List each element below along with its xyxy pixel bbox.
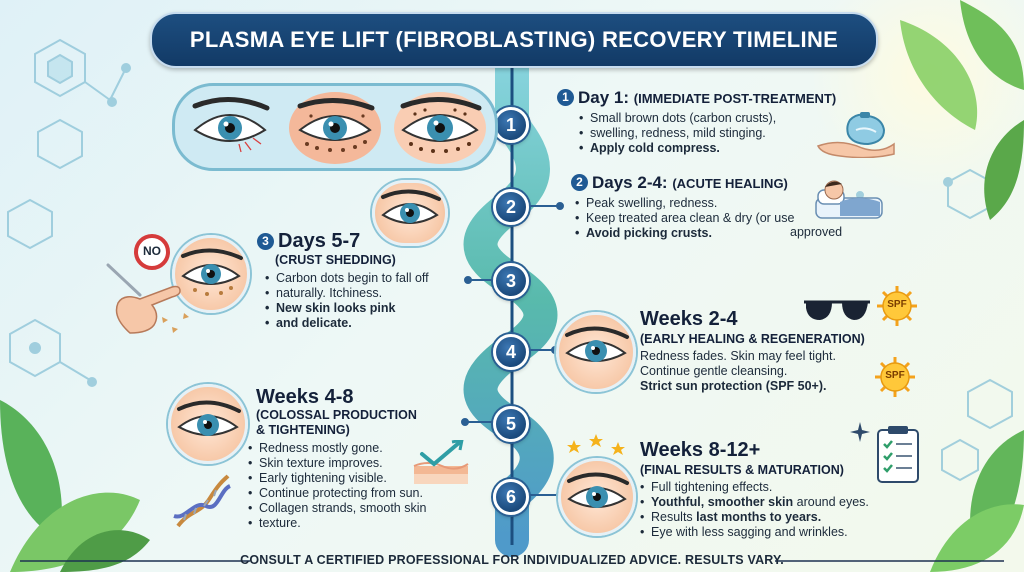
sun-spf-icon (875, 357, 915, 397)
timeline-node-5: 5 (493, 406, 529, 442)
sleeping-person-icon (815, 180, 883, 219)
spf-label: SPF (885, 370, 905, 381)
eye-icon (394, 92, 486, 164)
stage-bullet: Eye with less sagging and wrinkles. (640, 525, 900, 540)
stage-bullet: Results last months to years. (640, 510, 900, 525)
eye-icon (289, 92, 381, 164)
stage-bullet: Early tightening visible. (248, 471, 478, 486)
stage-bullet: New skin looks pink (265, 301, 487, 316)
stage-weeks-2-4: Weeks 2-4 (EARLY HEALING & REGENERATION)… (640, 307, 900, 394)
footer-disclaimer: CONSULT A CERTIFIED PROFESSIONAL FOR IND… (240, 553, 784, 567)
stage-number-badge: 2 (571, 173, 588, 191)
timeline-node-1: 1 (493, 107, 529, 143)
timeline-node-4: 4 (493, 334, 529, 370)
stage-number-badge: 1 (557, 88, 574, 106)
stage-subheading: (ACUTE HEALING) (672, 176, 788, 191)
eye-illustration-stage-4 (556, 312, 636, 392)
stage-subheading: (FINAL RESULTS & MATURATION) (640, 463, 844, 477)
molecule-pattern-left (7, 38, 131, 387)
skin-layers-checkmark-icon (413, 440, 469, 484)
eye-illustration-stage-2 (372, 180, 448, 246)
stage-bullet: Peak swelling, redness. (575, 196, 861, 211)
stage-text: Strict sun protection (SPF 50+). (640, 379, 827, 393)
stage-text: Redness fades. Skin may feel tight. (640, 349, 836, 363)
sun-spf-icon (877, 286, 917, 326)
spf-label: SPF (887, 299, 907, 310)
page-title: PLASMA EYE LIFT (FIBROBLASTING) RECOVERY… (150, 12, 878, 68)
stage-bullet: Small brown dots (carbon crusts), (579, 111, 877, 126)
stage-weeks-4-8: Weeks 4-8 (COLOSSAL PRODUCTION & TIGHTEN… (248, 386, 478, 531)
stage-heading: Day 1: (578, 88, 630, 107)
timeline-node-6: 6 (493, 479, 529, 515)
eye-illustration-stage-5 (168, 384, 248, 464)
stars-icon (567, 434, 625, 455)
stage-bullet-bold: Youthful, smoother skin (651, 495, 794, 509)
eye-icon (192, 96, 270, 153)
stage-bullet: and delicate. (265, 316, 487, 331)
stage-subheading: (COLOSSAL PRODUCTION (256, 408, 417, 422)
stage-subheading: (EARLY HEALING & REGENERATION) (640, 332, 865, 346)
stage-heading: Days 2-4: (592, 173, 668, 192)
stage-bullet: texture. (248, 516, 478, 531)
stage-subheading: (CRUST SHEDDING) (275, 253, 396, 267)
stage-bullet: Redness mostly gone. (248, 441, 478, 456)
eye-illustration-stage-6 (558, 458, 636, 536)
stage-heading: Days 5-7 (278, 230, 361, 252)
stage-weeks-8-12: Weeks 8-12+ (FINAL RESULTS & MATURATION)… (640, 438, 900, 540)
stage-heading: Weeks 8-12+ (640, 439, 761, 461)
stage-bullet-bold: last months to years. (696, 510, 822, 524)
stage-bullet: Carbon dots begin to fall off (265, 271, 487, 286)
stage-bullet-rest: Results (651, 510, 693, 524)
timeline-node-3: 3 (493, 263, 529, 299)
no-sign-label: NO (143, 244, 161, 258)
stage-number-badge: 3 (257, 232, 274, 250)
eye-illustration-panel (172, 83, 498, 171)
stage-bullet-rest: around eyes. (796, 495, 869, 509)
pointing-hand-icon (106, 263, 189, 334)
stage-bullet: Apply cold compress. (579, 141, 877, 156)
stage-text: approved (790, 225, 843, 239)
stage-subheading: (IMMEDIATE POST-TREATMENT) (633, 91, 837, 106)
clipboard-checklist-icon (877, 426, 919, 483)
stage-bullet: Full tightening effects. (640, 480, 900, 495)
timeline-node-2: 2 (493, 189, 529, 225)
stage-bullet: Avoid picking crusts. (575, 226, 861, 241)
stage-subheading: & TIGHTENING) (256, 423, 350, 437)
no-sign-icon (134, 234, 170, 270)
stage-text: Continue gentle cleansing. (640, 364, 788, 378)
stage-bullet: swelling, redness, mild stinging. (579, 126, 877, 141)
stage-bullet: naturally. Itchiness. (265, 286, 487, 301)
eye-illustration-stage-3 (172, 235, 250, 313)
sparkle-icon (850, 422, 870, 442)
stage-bullet: Collagen strands, smooth skin (248, 501, 478, 516)
sunglasses-icon (804, 300, 870, 320)
stage-bullet: Keep treated area clean & dry (or use (575, 211, 861, 226)
stage-bullet: Skin texture improves. (248, 456, 478, 471)
stage-heading: Weeks 2-4 (640, 308, 738, 330)
stage-bullet: Continue protecting from sun. (248, 486, 478, 501)
cold-compress-icon (816, 112, 895, 158)
stage-heading: Weeks 4-8 (256, 386, 354, 408)
stage-bullet: Youthful, smoother skin around eyes. (640, 495, 900, 510)
dna-strand-icon (173, 474, 232, 528)
